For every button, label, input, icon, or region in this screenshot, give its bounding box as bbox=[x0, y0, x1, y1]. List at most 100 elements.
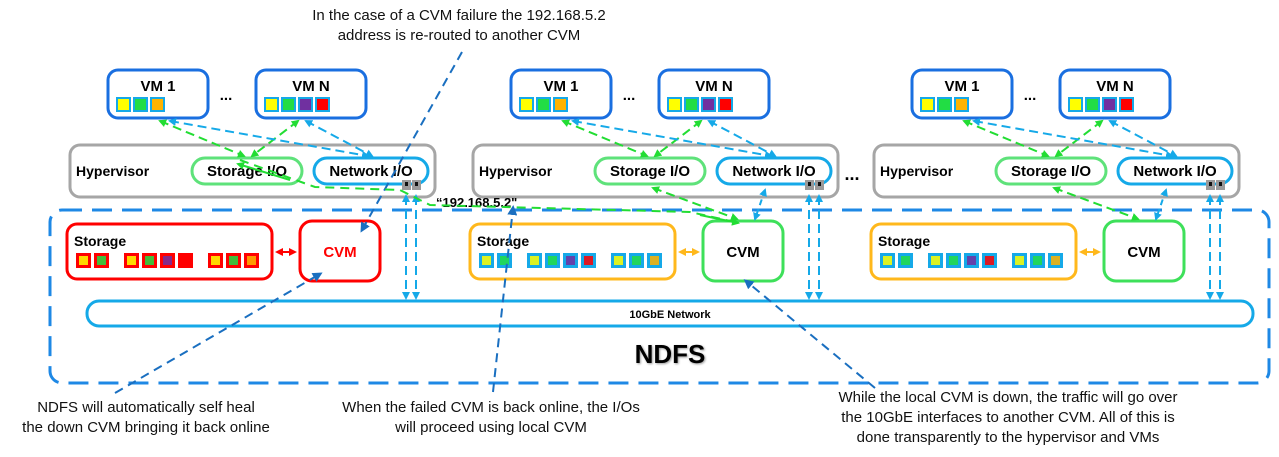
disk-red bbox=[985, 256, 994, 265]
vm-box-vmN[interactable]: VM N bbox=[657, 68, 771, 120]
vm-label: VM 1 bbox=[543, 78, 578, 95]
callout-line-bottom-left bbox=[114, 272, 323, 394]
network-io-label: Network I/O bbox=[329, 163, 413, 180]
vdisk-red bbox=[1121, 99, 1132, 110]
cvm-box[interactable] bbox=[1102, 219, 1186, 283]
disk-orange bbox=[247, 256, 256, 265]
vm1-network-io-link bbox=[972, 118, 1174, 159]
vdisk-green bbox=[135, 99, 146, 110]
vm-box-vmN[interactable]: VM N bbox=[254, 68, 368, 120]
disk-yellow bbox=[1015, 256, 1024, 265]
storage-label: Storage bbox=[878, 233, 930, 249]
vdisk-yellow bbox=[922, 99, 933, 110]
storage-label: Storage bbox=[477, 233, 529, 249]
vm1-network-io-link bbox=[168, 118, 370, 159]
annotation-bottom-middle-line-1: When the failed CVM is back online, the … bbox=[342, 399, 640, 416]
vdisk-yellow bbox=[669, 99, 680, 110]
storage-label: Storage bbox=[74, 233, 126, 249]
hypervisor-label: Hypervisor bbox=[76, 163, 150, 179]
callout-line-bottom-middle bbox=[492, 205, 518, 393]
vm-ellipsis: ... bbox=[220, 87, 233, 104]
network-io-pill[interactable] bbox=[715, 156, 833, 186]
disk-orange bbox=[650, 256, 659, 265]
annotation-top: In the case of a CVM failure the 192.168… bbox=[312, 7, 606, 44]
storage-io-label: Storage I/O bbox=[610, 163, 690, 180]
disk-yellow bbox=[211, 256, 220, 265]
disk-purple bbox=[163, 256, 172, 265]
disk-red bbox=[181, 256, 190, 265]
vdisk-yellow bbox=[1070, 99, 1081, 110]
cvm-label: CVM bbox=[726, 244, 759, 261]
disk-green bbox=[1033, 256, 1042, 265]
annotation-bottom-right-line-2: the 10GbE interfaces to another CVM. All… bbox=[841, 409, 1175, 426]
vm-label: VM N bbox=[695, 78, 733, 95]
disk-yellow bbox=[127, 256, 136, 265]
vdisk-green bbox=[283, 99, 294, 110]
vm-label: VM 1 bbox=[140, 78, 175, 95]
storage-io-cvm-link bbox=[1052, 186, 1140, 221]
hypervisor-label: Hypervisor bbox=[880, 163, 954, 179]
nic-port-pin bbox=[808, 182, 811, 186]
nic-port-pin bbox=[1209, 182, 1212, 186]
network-io-cvm-link bbox=[753, 188, 767, 221]
rerouted-storage-path bbox=[239, 159, 736, 223]
vdisk-orange bbox=[152, 99, 163, 110]
disk-green bbox=[97, 256, 106, 265]
network-io-label: Network I/O bbox=[1133, 163, 1217, 180]
vdisk-orange bbox=[555, 99, 566, 110]
annotation-bottom-middle-line-2: will proceed using local CVM bbox=[394, 419, 587, 436]
cvm-label: CVM bbox=[1127, 244, 1160, 261]
vdisk-yellow bbox=[521, 99, 532, 110]
vmn-network-io-link bbox=[707, 120, 777, 157]
disk-yellow bbox=[883, 256, 892, 265]
disk-green bbox=[949, 256, 958, 265]
cvm-box[interactable] bbox=[298, 219, 382, 283]
nic-port-pin bbox=[405, 182, 408, 186]
vdisk-purple bbox=[300, 99, 311, 110]
storage-io-cvm-link bbox=[651, 186, 739, 221]
vdisk-orange bbox=[956, 99, 967, 110]
vdisk-purple bbox=[1104, 99, 1115, 110]
nic-port-pin bbox=[415, 182, 418, 186]
vm-box-vm1[interactable]: VM 1 bbox=[910, 68, 1014, 120]
vmn-network-io-link bbox=[1108, 120, 1178, 157]
annotation-bottom-middle: When the failed CVM is back online, the … bbox=[342, 399, 640, 436]
network-io-pill[interactable] bbox=[1116, 156, 1234, 186]
cvm-box[interactable] bbox=[701, 219, 785, 283]
disk-yellow bbox=[79, 256, 88, 265]
vm-label: VM N bbox=[1096, 78, 1134, 95]
cvm-label: CVM bbox=[323, 244, 356, 261]
cluster-label: NDFS bbox=[635, 339, 706, 369]
nic-port-pin bbox=[1219, 182, 1222, 186]
disk-green bbox=[632, 256, 641, 265]
annotation-top-line-2: address is re-routed to another CVM bbox=[338, 27, 581, 44]
vdisk-purple bbox=[703, 99, 714, 110]
vmn-network-io-link bbox=[304, 120, 374, 157]
network-io-cvm-link bbox=[1154, 188, 1168, 221]
vdisk-green bbox=[1087, 99, 1098, 110]
vm1-network-io-link bbox=[571, 118, 773, 159]
vm-box-vmN[interactable]: VM N bbox=[1058, 68, 1172, 120]
disk-orange bbox=[1051, 256, 1060, 265]
disk-purple bbox=[967, 256, 976, 265]
vdisk-green bbox=[939, 99, 950, 110]
annotation-bottom-left-line-1: NDFS will automatically self heal bbox=[37, 399, 255, 416]
annotation-bottom-right-line-3: done transparently to the hypervisor and… bbox=[857, 429, 1160, 446]
nodes-layer: VM 1 VM N... Hypervisor Storage I/O Network … bbox=[65, 68, 1241, 300]
rerouted-storage-arrowhead-b bbox=[699, 214, 740, 226]
vm-box-vm1[interactable]: VM 1 bbox=[509, 68, 613, 120]
vdisk-yellow bbox=[118, 99, 129, 110]
rerouted-storage-arrowhead-a bbox=[236, 161, 291, 181]
hypervisor-label: Hypervisor bbox=[479, 163, 553, 179]
vm-box-vm1[interactable]: VM 1 bbox=[106, 68, 210, 120]
disk-green bbox=[500, 256, 509, 265]
nic-port-pin bbox=[818, 182, 821, 186]
disk-yellow bbox=[614, 256, 623, 265]
network-bus bbox=[85, 299, 1255, 328]
vdisk-red bbox=[317, 99, 328, 110]
disk-green bbox=[229, 256, 238, 265]
